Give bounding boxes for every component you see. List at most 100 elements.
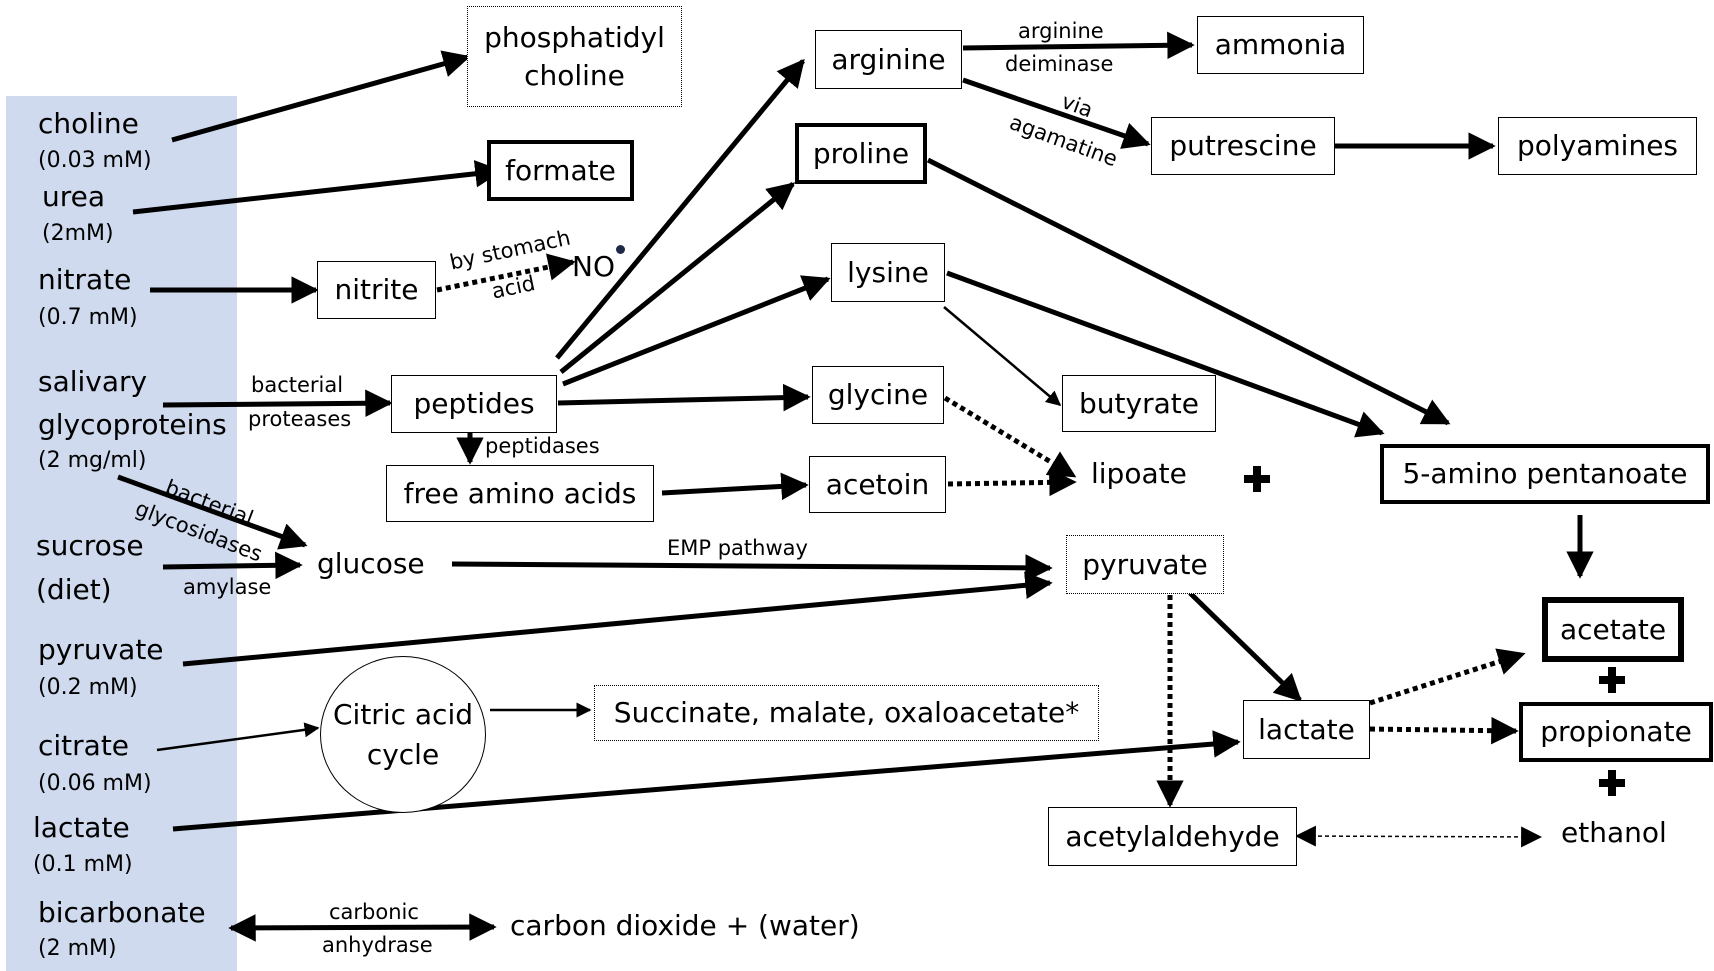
arrow-citrate-tca	[156, 722, 320, 752]
succinate-label: Succinate, malate, oxaloacetate*	[613, 696, 1080, 730]
lactate-concentration: (0.1 mM)	[33, 852, 133, 877]
nitrate-label: nitrate	[38, 263, 132, 296]
lysine-label: lysine	[847, 255, 929, 289]
acetate-box: acetate	[1542, 597, 1684, 662]
nitrate-concentration: (0.7 mM)	[38, 305, 138, 330]
radical-dot-icon	[616, 245, 625, 254]
arrow-peptides-lysine	[562, 275, 831, 387]
arrow-glycoproteins-glucose	[117, 474, 308, 550]
acetate-label: acetate	[1559, 612, 1667, 646]
arrow-lysine-aminopentanoate	[946, 270, 1385, 438]
arrow-choline-phosphatidylcholine	[171, 50, 471, 143]
proline-box: proline	[795, 123, 927, 184]
carbon-dioxide-label: carbon dioxide + (water)	[510, 909, 860, 942]
glycoproteins-concentration: (2 mg/ml)	[38, 448, 147, 473]
plus-icon	[1599, 770, 1625, 796]
arrow-arginine-putrescine	[962, 77, 1151, 149]
salivary-label: salivary	[38, 365, 148, 398]
glucose-label: glucose	[317, 547, 425, 580]
pyruvate-box: pyruvate	[1066, 535, 1224, 594]
arrow-pyruvate-lactate	[1188, 591, 1302, 702]
formate-box: formate	[487, 140, 634, 201]
bacterial-proteases-label-2: proteases	[248, 407, 352, 431]
citric-acid-label: Citric acid	[333, 698, 473, 732]
arrow-sucrose-glucose	[162, 551, 303, 580]
ammonia-label: ammonia	[1214, 28, 1347, 62]
arrow-acetylaldehyde-ethanol	[1294, 825, 1543, 848]
arrow-acetoin-lipoate	[947, 468, 1077, 497]
arrow-peptides-proline	[559, 182, 796, 374]
lysine-box: lysine	[831, 243, 945, 302]
arrow-glucose-pyruvate	[451, 554, 1053, 582]
arrow-arginine-ammonia	[962, 31, 1195, 60]
pyruvate-concentration: (0.2 mM)	[38, 675, 138, 700]
choline-label: choline	[38, 107, 139, 140]
nitrite-box: nitrite	[317, 261, 436, 319]
putrescine-box: putrescine	[1151, 117, 1335, 175]
arrow-freeaa-acetoin	[661, 472, 809, 501]
phosphatidyl-label: phosphatidyl	[484, 20, 665, 54]
butyrate-box: butyrate	[1062, 375, 1216, 432]
polyamines-label: polyamines	[1516, 129, 1679, 163]
acetylaldehyde-box: acetylaldehyde	[1048, 807, 1297, 866]
arginine-deiminase-label-2: deiminase	[1005, 52, 1114, 76]
arrow-peptides-arginine	[555, 58, 805, 360]
arrow-glycine-lipoate	[943, 395, 1077, 479]
bacterial-proteases-label-1: bacterial	[251, 373, 344, 397]
plus-icon	[1599, 667, 1625, 693]
arginine-label: arginine	[831, 42, 946, 76]
choline-product-label: choline	[524, 58, 625, 92]
arrow-glycoproteins-peptides	[162, 389, 393, 417]
acetoin-box: acetoin	[809, 456, 946, 513]
arginine-box: arginine	[815, 30, 962, 89]
peptides-box: peptides	[391, 375, 557, 433]
glycine-label: glycine	[827, 378, 929, 412]
putrescine-label: putrescine	[1169, 129, 1317, 163]
butyrate-label: butyrate	[1079, 386, 1199, 420]
bicarbonate-concentration: (2 mM)	[38, 936, 117, 961]
citrate-concentration: (0.06 mM)	[38, 771, 152, 796]
cycle-label: cycle	[366, 737, 440, 771]
amino-pentanoate-box: 5-amino pentanoate	[1380, 444, 1710, 504]
sucrose-label: sucrose	[36, 529, 144, 562]
choline-concentration: (0.03 mM)	[38, 148, 152, 173]
lactate-input-label: lactate	[33, 811, 130, 844]
citrate-label: citrate	[38, 729, 130, 762]
pyruvate-input-label: pyruvate	[38, 633, 164, 666]
no-label: NO	[572, 250, 615, 283]
arginine-deiminase-label-1: arginine	[1018, 19, 1104, 43]
plus-icon	[1244, 466, 1270, 492]
pyruvate-label: pyruvate	[1082, 547, 1208, 581]
propionate-box: propionate	[1519, 702, 1713, 762]
arrow-lactate-propionate	[1369, 716, 1519, 745]
arrow-peptides-glycine	[557, 383, 811, 412]
arrow-bicarbonate-co2	[228, 913, 497, 942]
arrow-lactate-acetate	[1369, 648, 1526, 706]
free-amino-acids-box: free amino acids	[386, 465, 654, 522]
emp-pathway-label: EMP pathway	[667, 536, 808, 560]
lactate-label: lactate	[1258, 712, 1355, 746]
phosphatidylcholine-box: phosphatidyl choline	[467, 6, 682, 107]
carbonic-anhydrase-label-1: carbonic	[329, 900, 419, 924]
arrow-urea-formate	[132, 160, 503, 215]
acetylaldehyde-label: acetylaldehyde	[1065, 819, 1280, 853]
free-amino-acids-label: free amino acids	[403, 476, 637, 510]
urea-concentration: (2mM)	[42, 221, 114, 246]
glycoproteins-label: glycoproteins	[38, 408, 227, 441]
bicarbonate-label: bicarbonate	[38, 896, 206, 929]
peptidases-label: peptidases	[485, 434, 600, 458]
formate-label: formate	[505, 153, 616, 187]
arrow-lactate-lactate	[172, 730, 1241, 832]
lactate-box: lactate	[1243, 700, 1370, 759]
diet-label: (diet)	[36, 573, 112, 606]
glycine-box: glycine	[812, 366, 944, 424]
propionate-label: propionate	[1540, 715, 1692, 749]
acetoin-label: acetoin	[825, 467, 930, 501]
nitrite-label: nitrite	[334, 273, 419, 307]
lipoate-label: lipoate	[1091, 457, 1187, 490]
arrow-pyruvate-pyruvate	[182, 571, 1053, 667]
amino-pentanoate-label: 5-amino pentanoate	[1402, 457, 1688, 491]
succinate-box: Succinate, malate, oxaloacetate*	[594, 685, 1099, 741]
